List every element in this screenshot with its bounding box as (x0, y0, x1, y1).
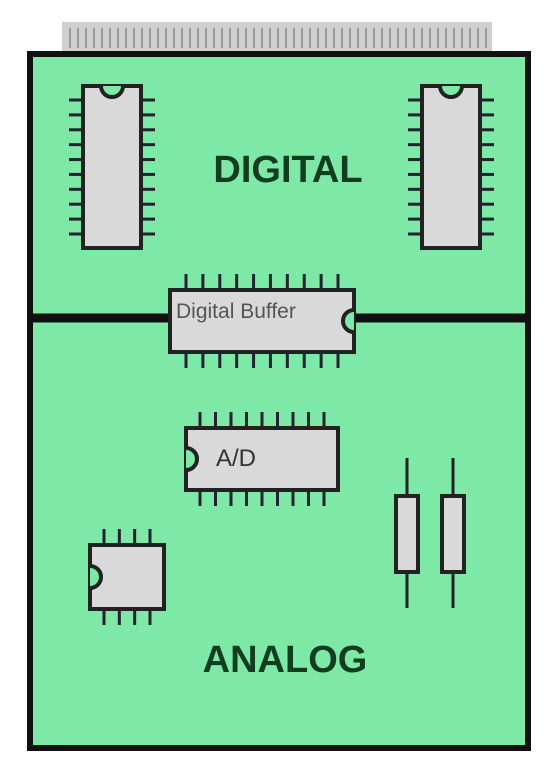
digital-chip-right (408, 84, 494, 250)
digital-buffer-label: Digital Buffer (176, 300, 296, 323)
adc-chip: A/D (184, 412, 340, 506)
resistor-left (394, 458, 420, 608)
adc-label: A/D (216, 445, 256, 472)
analog-small-chip (88, 529, 166, 625)
edge-connector (62, 22, 492, 54)
digital-chip-left (69, 84, 155, 250)
resistor-right (440, 458, 466, 608)
analog-region-label: ANALOG (203, 639, 368, 681)
digital-region-label: DIGITAL (213, 149, 362, 191)
digital-buffer-chip: Digital Buffer (168, 274, 356, 368)
